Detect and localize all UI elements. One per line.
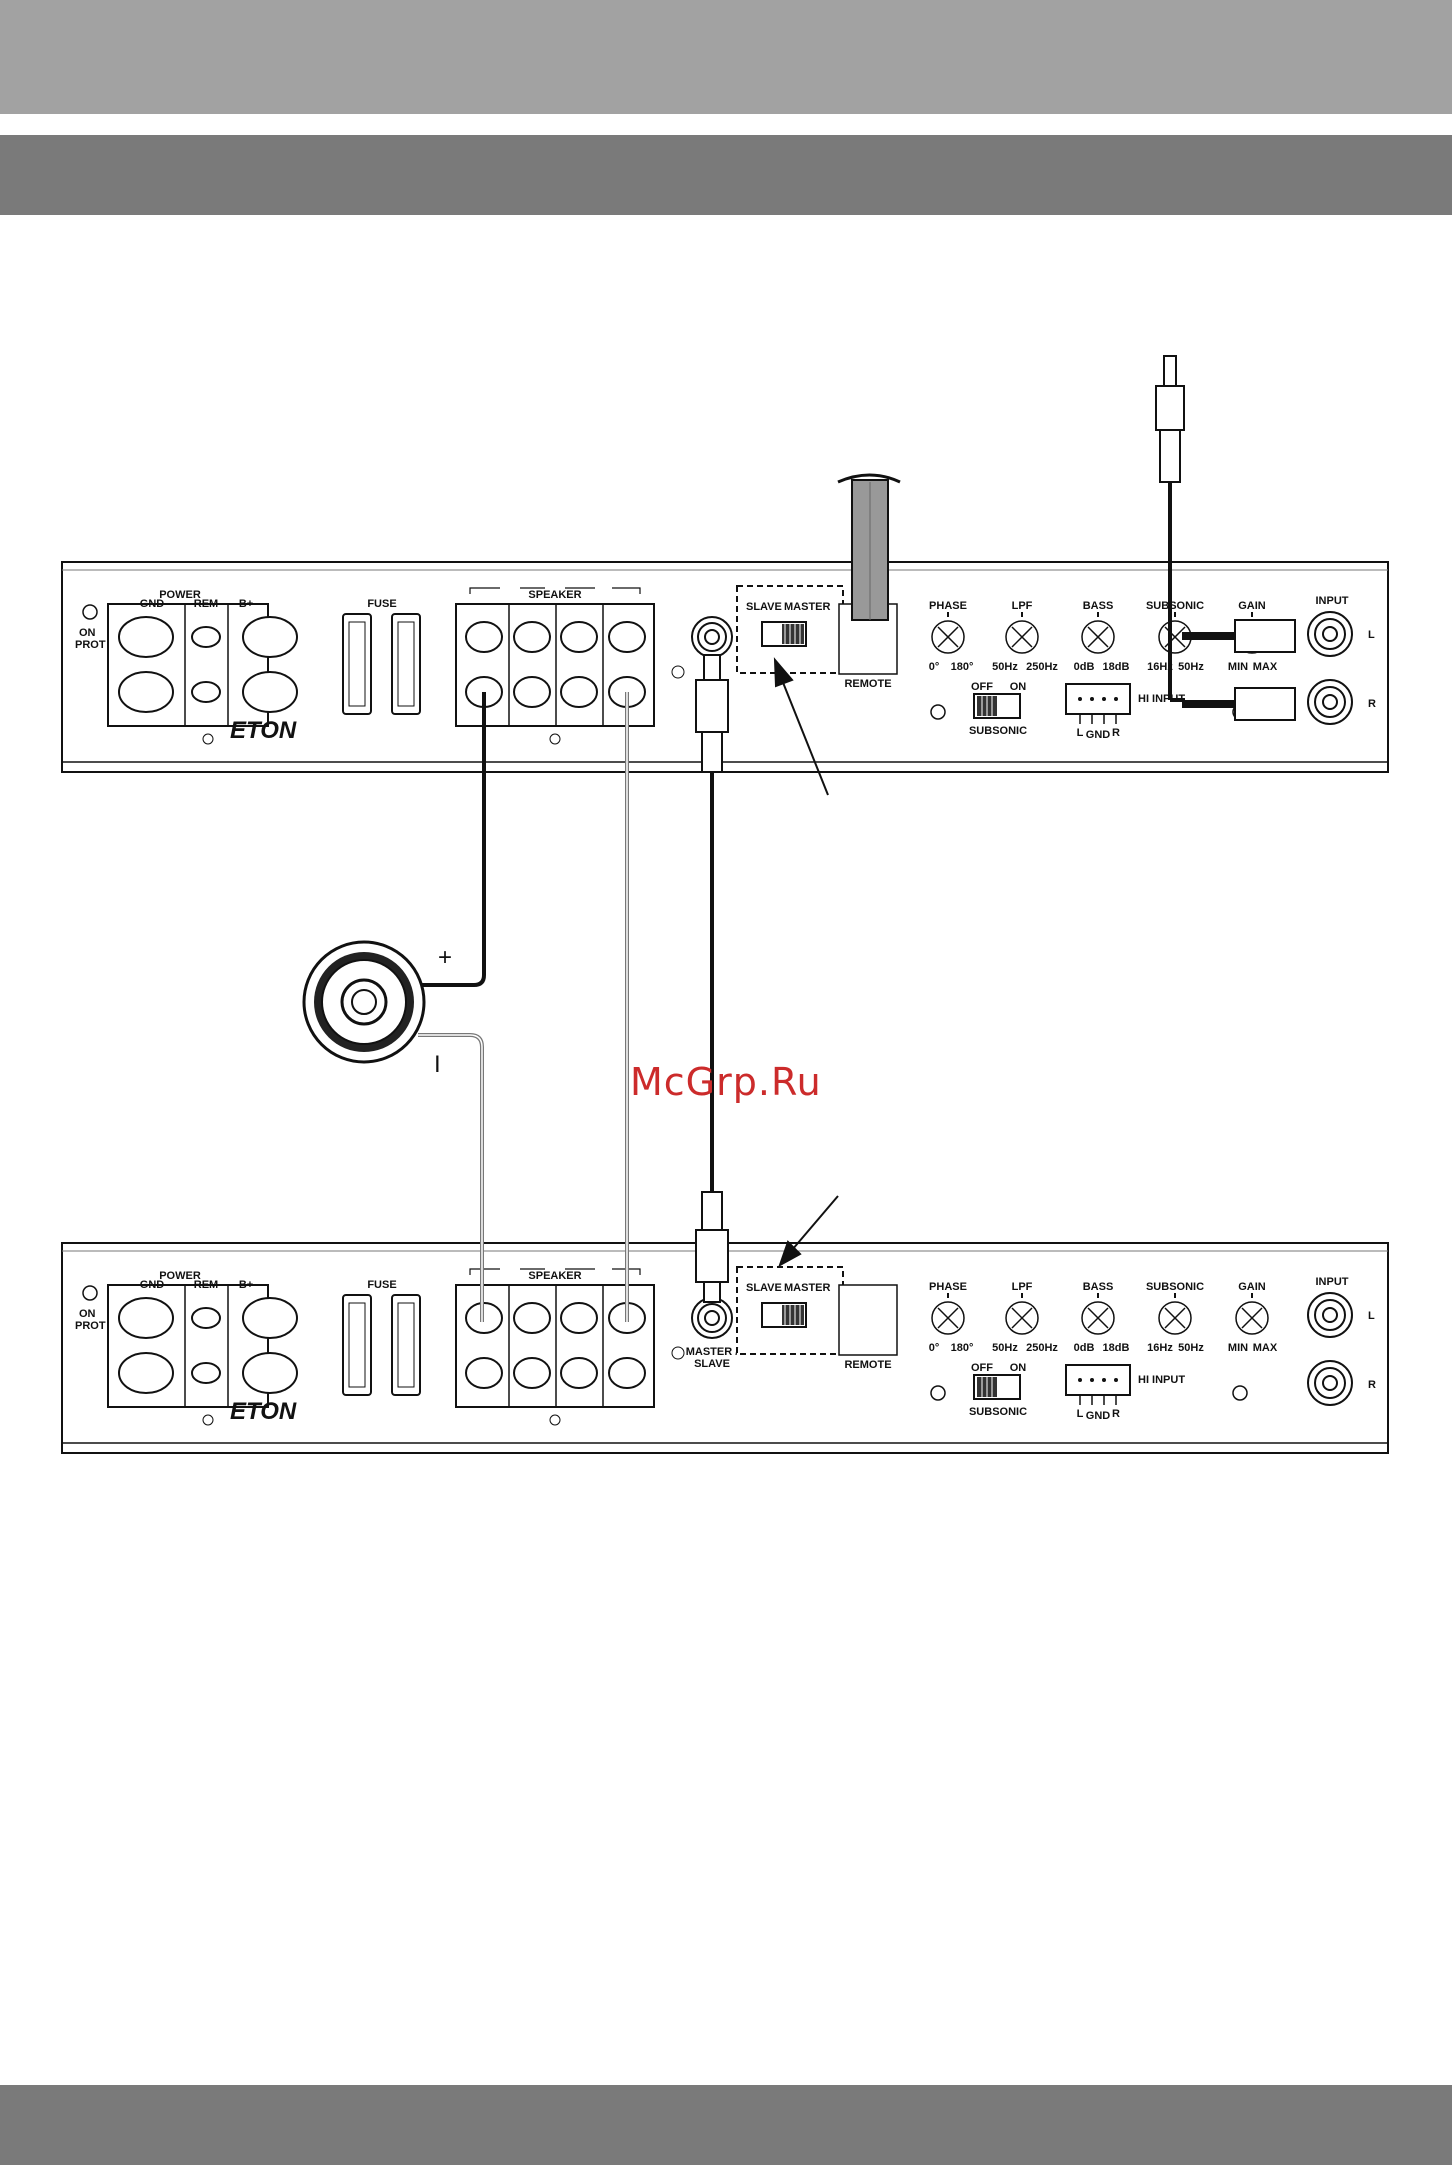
phase-max: 180° bbox=[951, 1342, 974, 1354]
on-label: ON bbox=[79, 1308, 96, 1320]
input-rca-cable bbox=[1155, 355, 1296, 721]
subsonic-max: 50Hz bbox=[1178, 661, 1204, 673]
amplifier-master: ON PROT POWER GND REM B+ FUSE SPEAKER ET… bbox=[61, 561, 1389, 773]
input-l-label: L bbox=[1368, 629, 1375, 641]
off-label: OFF bbox=[971, 1362, 993, 1374]
bplus-label: B+ bbox=[239, 1279, 253, 1291]
subsonic-min: 16Hz bbox=[1147, 661, 1173, 673]
gain-max: MAX bbox=[1253, 1342, 1278, 1354]
subsonic-label: SUBSONIC bbox=[1146, 600, 1204, 612]
gnd-label: GND bbox=[140, 1279, 165, 1291]
remote-label: REMOTE bbox=[844, 1359, 891, 1371]
subsonic-min: 16Hz bbox=[1147, 1342, 1173, 1354]
power-label: POWER bbox=[159, 589, 201, 601]
lpf-max: 250Hz bbox=[1026, 661, 1058, 673]
bass-label: BASS bbox=[1083, 1281, 1114, 1293]
phase-max: 180° bbox=[951, 661, 974, 673]
bass-min: 0dB bbox=[1074, 661, 1095, 673]
hi-r-label: R bbox=[1112, 727, 1120, 739]
lpf-min: 50Hz bbox=[992, 1342, 1018, 1354]
hi-gnd-label: GND bbox=[1086, 729, 1111, 741]
rem-label: REM bbox=[194, 1279, 218, 1291]
hi-gnd-label: GND bbox=[1086, 1410, 1111, 1422]
lpf-max: 250Hz bbox=[1026, 1342, 1058, 1354]
switch-pointer-arrows bbox=[773, 657, 839, 1268]
gnd-label: GND bbox=[140, 598, 165, 610]
bass-max: 18dB bbox=[1103, 661, 1130, 673]
lpf-label: LPF bbox=[1012, 1281, 1033, 1293]
master-label: MASTER bbox=[784, 601, 831, 613]
input-r-label: R bbox=[1368, 1379, 1376, 1391]
footer-band bbox=[0, 2085, 1452, 2165]
input-r-label: R bbox=[1368, 698, 1376, 710]
fuse-label: FUSE bbox=[367, 1279, 396, 1291]
slave-label: SLAVE bbox=[746, 601, 782, 613]
amplifier-slave: ON PROT POWER GND REM B+ FUSE SPEAKER ET… bbox=[61, 1242, 1389, 1454]
lpf-min: 50Hz bbox=[992, 661, 1018, 673]
bass-min: 0dB bbox=[1074, 1342, 1095, 1354]
subsonic-switch-label: SUBSONIC bbox=[969, 1406, 1027, 1418]
subsonic-switch-label: SUBSONIC bbox=[969, 725, 1027, 737]
bass-label: BASS bbox=[1083, 600, 1114, 612]
speaker-plus-label: + bbox=[438, 944, 452, 971]
on-switch-label: ON bbox=[1010, 681, 1027, 693]
remote-label: REMOTE bbox=[844, 678, 891, 690]
input-l-label: L bbox=[1368, 1310, 1375, 1322]
on-switch-label: ON bbox=[1010, 1362, 1027, 1374]
speaker-wires bbox=[418, 692, 629, 1322]
master-slave-label-2: SLAVE bbox=[694, 1358, 730, 1370]
subwoofer-icon bbox=[302, 940, 426, 1064]
header-band bbox=[0, 0, 1452, 114]
off-label: OFF bbox=[971, 681, 993, 693]
bass-max: 18dB bbox=[1103, 1342, 1130, 1354]
hi-r-label: R bbox=[1112, 1408, 1120, 1420]
subsonic-max: 50Hz bbox=[1178, 1342, 1204, 1354]
remote-cable bbox=[837, 473, 901, 621]
on-label: ON bbox=[79, 627, 96, 639]
title-band bbox=[0, 135, 1452, 215]
hi-input-label: HI INPUT bbox=[1138, 1374, 1185, 1386]
fuse-label: FUSE bbox=[367, 598, 396, 610]
gain-min: MIN bbox=[1228, 661, 1248, 673]
input-label: INPUT bbox=[1316, 1276, 1349, 1288]
speaker-label: SPEAKER bbox=[528, 589, 581, 601]
input-label: INPUT bbox=[1316, 595, 1349, 607]
hi-l-label: L bbox=[1077, 1408, 1084, 1420]
gain-max: MAX bbox=[1253, 661, 1278, 673]
phase-min: 0° bbox=[929, 661, 940, 673]
prot-label: PROT bbox=[75, 639, 106, 651]
watermark: McGrp.Ru bbox=[630, 1060, 822, 1104]
subsonic-label: SUBSONIC bbox=[1146, 1281, 1204, 1293]
brand-logo: ETON bbox=[230, 717, 297, 744]
speaker-minus-label: I bbox=[434, 1051, 441, 1078]
lpf-label: LPF bbox=[1012, 600, 1033, 612]
gain-label: GAIN bbox=[1238, 600, 1266, 612]
power-label: POWER bbox=[159, 1270, 201, 1282]
rem-label: REM bbox=[194, 598, 218, 610]
hi-l-label: L bbox=[1077, 727, 1084, 739]
bplus-label: B+ bbox=[239, 598, 253, 610]
master-slave-link-cable bbox=[695, 654, 729, 1303]
prot-label: PROT bbox=[75, 1320, 106, 1332]
speaker-label: SPEAKER bbox=[528, 1270, 581, 1282]
gain-label: GAIN bbox=[1238, 1281, 1266, 1293]
phase-label: PHASE bbox=[929, 1281, 967, 1293]
gain-min: MIN bbox=[1228, 1342, 1248, 1354]
brand-logo: ETON bbox=[230, 1398, 297, 1425]
master-label: MASTER bbox=[784, 1282, 831, 1294]
master-slave-label-1: MASTER / bbox=[686, 1346, 739, 1358]
slave-label: SLAVE bbox=[746, 1282, 782, 1294]
phase-label: PHASE bbox=[929, 600, 967, 612]
phase-min: 0° bbox=[929, 1342, 940, 1354]
